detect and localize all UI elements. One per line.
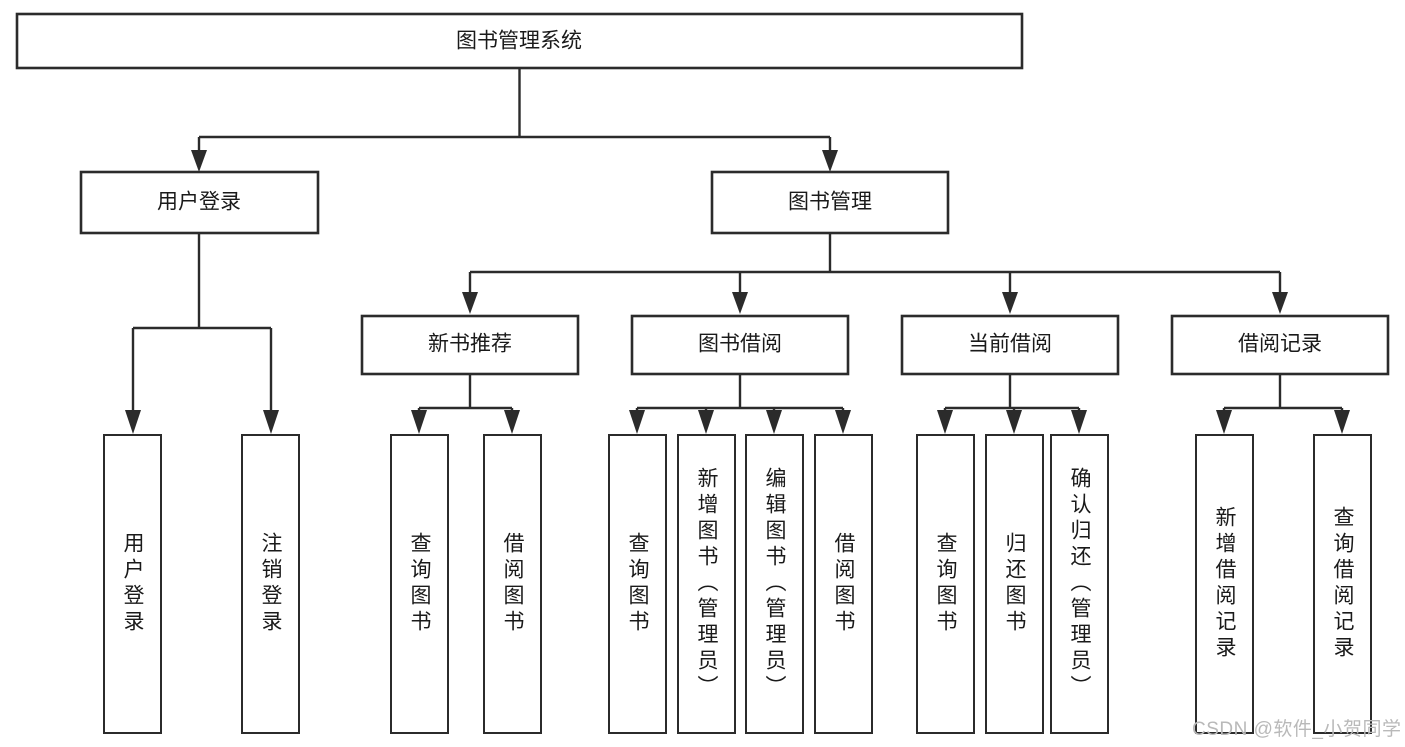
arrow-to-leaf-logout-login [263,410,279,434]
node-new-book-recommend-box[interactable] [360,314,580,376]
leaf-confirm-return[interactable]: 确认归还（管理员） [1050,434,1109,734]
arrow-to-leaf-return-book [1006,410,1022,434]
arrow-to-leaf-add-record [1216,410,1232,434]
leaf-query-book-1[interactable]: 查询图书 [390,434,449,734]
node-book-manage-label: 图书管理 [788,191,872,214]
arrow-to-leaf-add-book [698,410,714,434]
root-node-label: 图书管理系统 [456,30,582,53]
node-new-book-recommend-label: 新书推荐 [428,333,512,356]
leaf-query-book-3-label: 查询图书 [934,532,957,636]
leaf-borrow-book-2[interactable]: 借阅图书 [814,434,873,734]
connector-layer [125,68,1350,434]
connector-root-to-bus [197,68,832,158]
leaf-logout-login[interactable]: 注销登录 [241,434,300,734]
arrow-to-book-manage [822,150,838,172]
node-current-borrow-box[interactable] [900,314,1120,376]
node-book-manage-box[interactable] [710,170,950,235]
leaf-add-record-label: 新增借阅记录 [1213,506,1236,662]
arrow-to-user-login [191,150,207,172]
arrow-to-leaf-confirm-return [1071,410,1087,434]
leaf-return-book-label: 归还图书 [1003,532,1026,636]
leaf-borrow-book-1-label: 借阅图书 [501,532,524,636]
node-user-login-box[interactable] [79,170,320,235]
arrow-to-leaf-edit-book [766,410,782,434]
arrow-to-leaf-query-book-3 [937,410,953,434]
leaf-add-record[interactable]: 新增借阅记录 [1195,434,1254,734]
leaf-user-login-label: 用户登录 [121,532,144,636]
leaf-query-book-2-label: 查询图书 [626,532,649,636]
connector-bookmanage-to-bus [468,233,1282,296]
connector-currentborrow-to-leaves [943,374,1081,414]
leaf-logout-login-label: 注销登录 [259,532,282,636]
leaf-user-login[interactable]: 用户登录 [103,434,162,734]
arrow-to-book-borrow [732,292,748,314]
leaf-borrow-book-2-label: 借阅图书 [832,532,855,636]
arrow-to-leaf-query-record [1334,410,1350,434]
arrow-to-leaf-user-login [125,410,141,434]
arrow-to-new-book-recommend [462,292,478,314]
root-node-box[interactable] [15,12,1024,70]
leaf-query-record[interactable]: 查询借阅记录 [1313,434,1372,734]
arrow-to-leaf-borrow-book-2 [835,410,851,434]
node-book-manage[interactable]: 图书管理 [710,170,950,235]
leaf-query-book-2[interactable]: 查询图书 [608,434,667,734]
arrow-to-borrow-record [1272,292,1288,314]
node-user-login-label: 用户登录 [157,191,241,214]
leaf-edit-book[interactable]: 编辑图书（管理员） [745,434,804,734]
arrow-to-current-borrow [1002,292,1018,314]
leaf-add-book-label: 新增图书（管理员） [695,467,718,701]
leaf-query-book-3[interactable]: 查询图书 [916,434,975,734]
leaf-confirm-return-label: 确认归还（管理员） [1068,467,1091,701]
leaf-query-book-1-label: 查询图书 [408,532,431,636]
connector-bookborrow-to-leaves [635,374,845,414]
node-borrow-record-box[interactable] [1170,314,1390,376]
leaf-edit-book-label: 编辑图书（管理员） [763,467,786,701]
arrow-to-leaf-borrow-book-1 [504,410,520,434]
node-current-borrow[interactable]: 当前借阅 [900,314,1120,376]
node-borrow-record-label: 借阅记录 [1238,333,1322,356]
leaf-borrow-book-1[interactable]: 借阅图书 [483,434,542,734]
node-book-borrow[interactable]: 图书借阅 [630,314,850,376]
node-user-login[interactable]: 用户登录 [79,170,320,235]
arrow-to-leaf-query-book-1 [411,410,427,434]
arrow-to-leaf-query-book-2 [629,410,645,434]
connector-newbook-to-leaves [417,374,514,414]
node-book-borrow-label: 图书借阅 [698,333,782,356]
node-borrow-record[interactable]: 借阅记录 [1170,314,1390,376]
root-node[interactable]: 图书管理系统 [15,12,1024,70]
node-current-borrow-label: 当前借阅 [968,333,1052,356]
leaf-add-book[interactable]: 新增图书（管理员） [677,434,736,734]
csdn-watermark: CSDN @软件_小贺同学 [1192,719,1402,740]
connector-userlogin-to-bus [131,233,273,412]
node-book-borrow-box[interactable] [630,314,850,376]
leaf-return-book[interactable]: 归还图书 [985,434,1044,734]
connector-borrowrecord-to-leaves [1222,374,1344,414]
node-new-book-recommend[interactable]: 新书推荐 [360,314,580,376]
leaf-query-record-label: 查询借阅记录 [1331,506,1354,662]
